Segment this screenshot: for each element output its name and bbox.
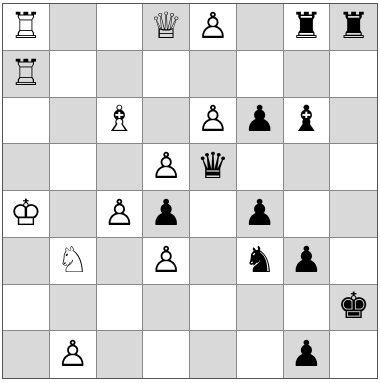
square-a1[interactable] — [3, 331, 50, 378]
square-b7[interactable] — [50, 51, 97, 98]
square-a8[interactable]: ♖ — [3, 4, 50, 51]
square-e1[interactable] — [190, 331, 237, 378]
square-a5[interactable] — [3, 144, 50, 191]
square-b3[interactable]: ♘ — [50, 238, 97, 285]
white-knight-icon[interactable]: ♘ — [56, 243, 88, 279]
square-d5[interactable]: ♙ — [143, 144, 190, 191]
square-g2[interactable] — [284, 285, 331, 332]
square-b4[interactable] — [50, 191, 97, 238]
square-f8[interactable] — [237, 4, 284, 51]
square-h1[interactable] — [330, 331, 377, 378]
black-rook-icon[interactable]: ♜ — [337, 9, 369, 45]
square-f6[interactable]: ♟ — [237, 98, 284, 145]
square-f1[interactable] — [237, 331, 284, 378]
square-b8[interactable] — [50, 4, 97, 51]
square-c6[interactable]: ♗ — [97, 98, 144, 145]
square-a7[interactable]: ♖ — [3, 51, 50, 98]
white-pawn-icon[interactable]: ♙ — [56, 337, 88, 373]
square-d3[interactable]: ♙ — [143, 238, 190, 285]
square-e3[interactable] — [190, 238, 237, 285]
square-g7[interactable] — [284, 51, 331, 98]
square-d8[interactable]: ♕ — [143, 4, 190, 51]
white-pawn-icon[interactable]: ♙ — [197, 102, 229, 138]
square-f5[interactable] — [237, 144, 284, 191]
square-e8[interactable]: ♙ — [190, 4, 237, 51]
black-bishop-icon[interactable]: ♝ — [290, 102, 322, 138]
square-c4[interactable]: ♙ — [97, 191, 144, 238]
square-b6[interactable] — [50, 98, 97, 145]
square-g1[interactable]: ♟ — [284, 331, 331, 378]
white-pawn-icon[interactable]: ♙ — [197, 9, 229, 45]
square-e6[interactable]: ♙ — [190, 98, 237, 145]
black-queen-icon[interactable]: ♛ — [197, 149, 229, 185]
black-pawn-icon[interactable]: ♟ — [290, 243, 322, 279]
square-c3[interactable] — [97, 238, 144, 285]
white-bishop-icon[interactable]: ♗ — [103, 102, 135, 138]
white-queen-icon[interactable]: ♕ — [150, 9, 182, 45]
square-a2[interactable] — [3, 285, 50, 332]
square-e5[interactable]: ♛ — [190, 144, 237, 191]
square-e4[interactable] — [190, 191, 237, 238]
square-a6[interactable] — [3, 98, 50, 145]
black-pawn-icon[interactable]: ♟ — [290, 337, 322, 373]
square-g4[interactable] — [284, 191, 331, 238]
square-g6[interactable]: ♝ — [284, 98, 331, 145]
square-h7[interactable] — [330, 51, 377, 98]
square-b2[interactable] — [50, 285, 97, 332]
white-king-icon[interactable]: ♔ — [10, 196, 42, 232]
square-h2[interactable]: ♚ — [330, 285, 377, 332]
white-pawn-icon[interactable]: ♙ — [150, 149, 182, 185]
square-b1[interactable]: ♙ — [50, 331, 97, 378]
black-pawn-icon[interactable]: ♟ — [243, 102, 275, 138]
square-h5[interactable] — [330, 144, 377, 191]
square-a3[interactable] — [3, 238, 50, 285]
white-rook-icon[interactable]: ♖ — [10, 56, 42, 92]
square-e7[interactable] — [190, 51, 237, 98]
black-king-icon[interactable]: ♚ — [337, 289, 369, 325]
square-e2[interactable] — [190, 285, 237, 332]
square-c5[interactable] — [97, 144, 144, 191]
square-f4[interactable]: ♟ — [237, 191, 284, 238]
square-a4[interactable]: ♔ — [3, 191, 50, 238]
square-b5[interactable] — [50, 144, 97, 191]
square-c2[interactable] — [97, 285, 144, 332]
square-h3[interactable] — [330, 238, 377, 285]
square-f3[interactable]: ♞ — [237, 238, 284, 285]
square-g3[interactable]: ♟ — [284, 238, 331, 285]
square-d4[interactable]: ♟ — [143, 191, 190, 238]
square-h8[interactable]: ♜ — [330, 4, 377, 51]
black-pawn-icon[interactable]: ♟ — [150, 196, 182, 232]
square-d7[interactable] — [143, 51, 190, 98]
square-h6[interactable] — [330, 98, 377, 145]
square-d1[interactable] — [143, 331, 190, 378]
square-d6[interactable] — [143, 98, 190, 145]
chess-board: ♖ ♕ ♙ ♜ ♜ ♖ ♗ ♙ ♟ ♝ ♙ ♛ ♔ ♙ ♟ ♟ ♘ ♙ ♞ ♟ ♚ ♙ ♟ — [2, 3, 378, 379]
square-c1[interactable] — [97, 331, 144, 378]
white-pawn-icon[interactable]: ♙ — [150, 243, 182, 279]
white-rook-icon[interactable]: ♖ — [10, 9, 42, 45]
square-g5[interactable] — [284, 144, 331, 191]
square-g8[interactable]: ♜ — [284, 4, 331, 51]
black-knight-icon[interactable]: ♞ — [243, 243, 275, 279]
square-f2[interactable] — [237, 285, 284, 332]
black-rook-icon[interactable]: ♜ — [290, 9, 322, 45]
square-f7[interactable] — [237, 51, 284, 98]
square-d2[interactable] — [143, 285, 190, 332]
square-h4[interactable] — [330, 191, 377, 238]
black-pawn-icon[interactable]: ♟ — [243, 196, 275, 232]
white-pawn-icon[interactable]: ♙ — [103, 196, 135, 232]
square-c8[interactable] — [97, 4, 144, 51]
square-c7[interactable] — [97, 51, 144, 98]
